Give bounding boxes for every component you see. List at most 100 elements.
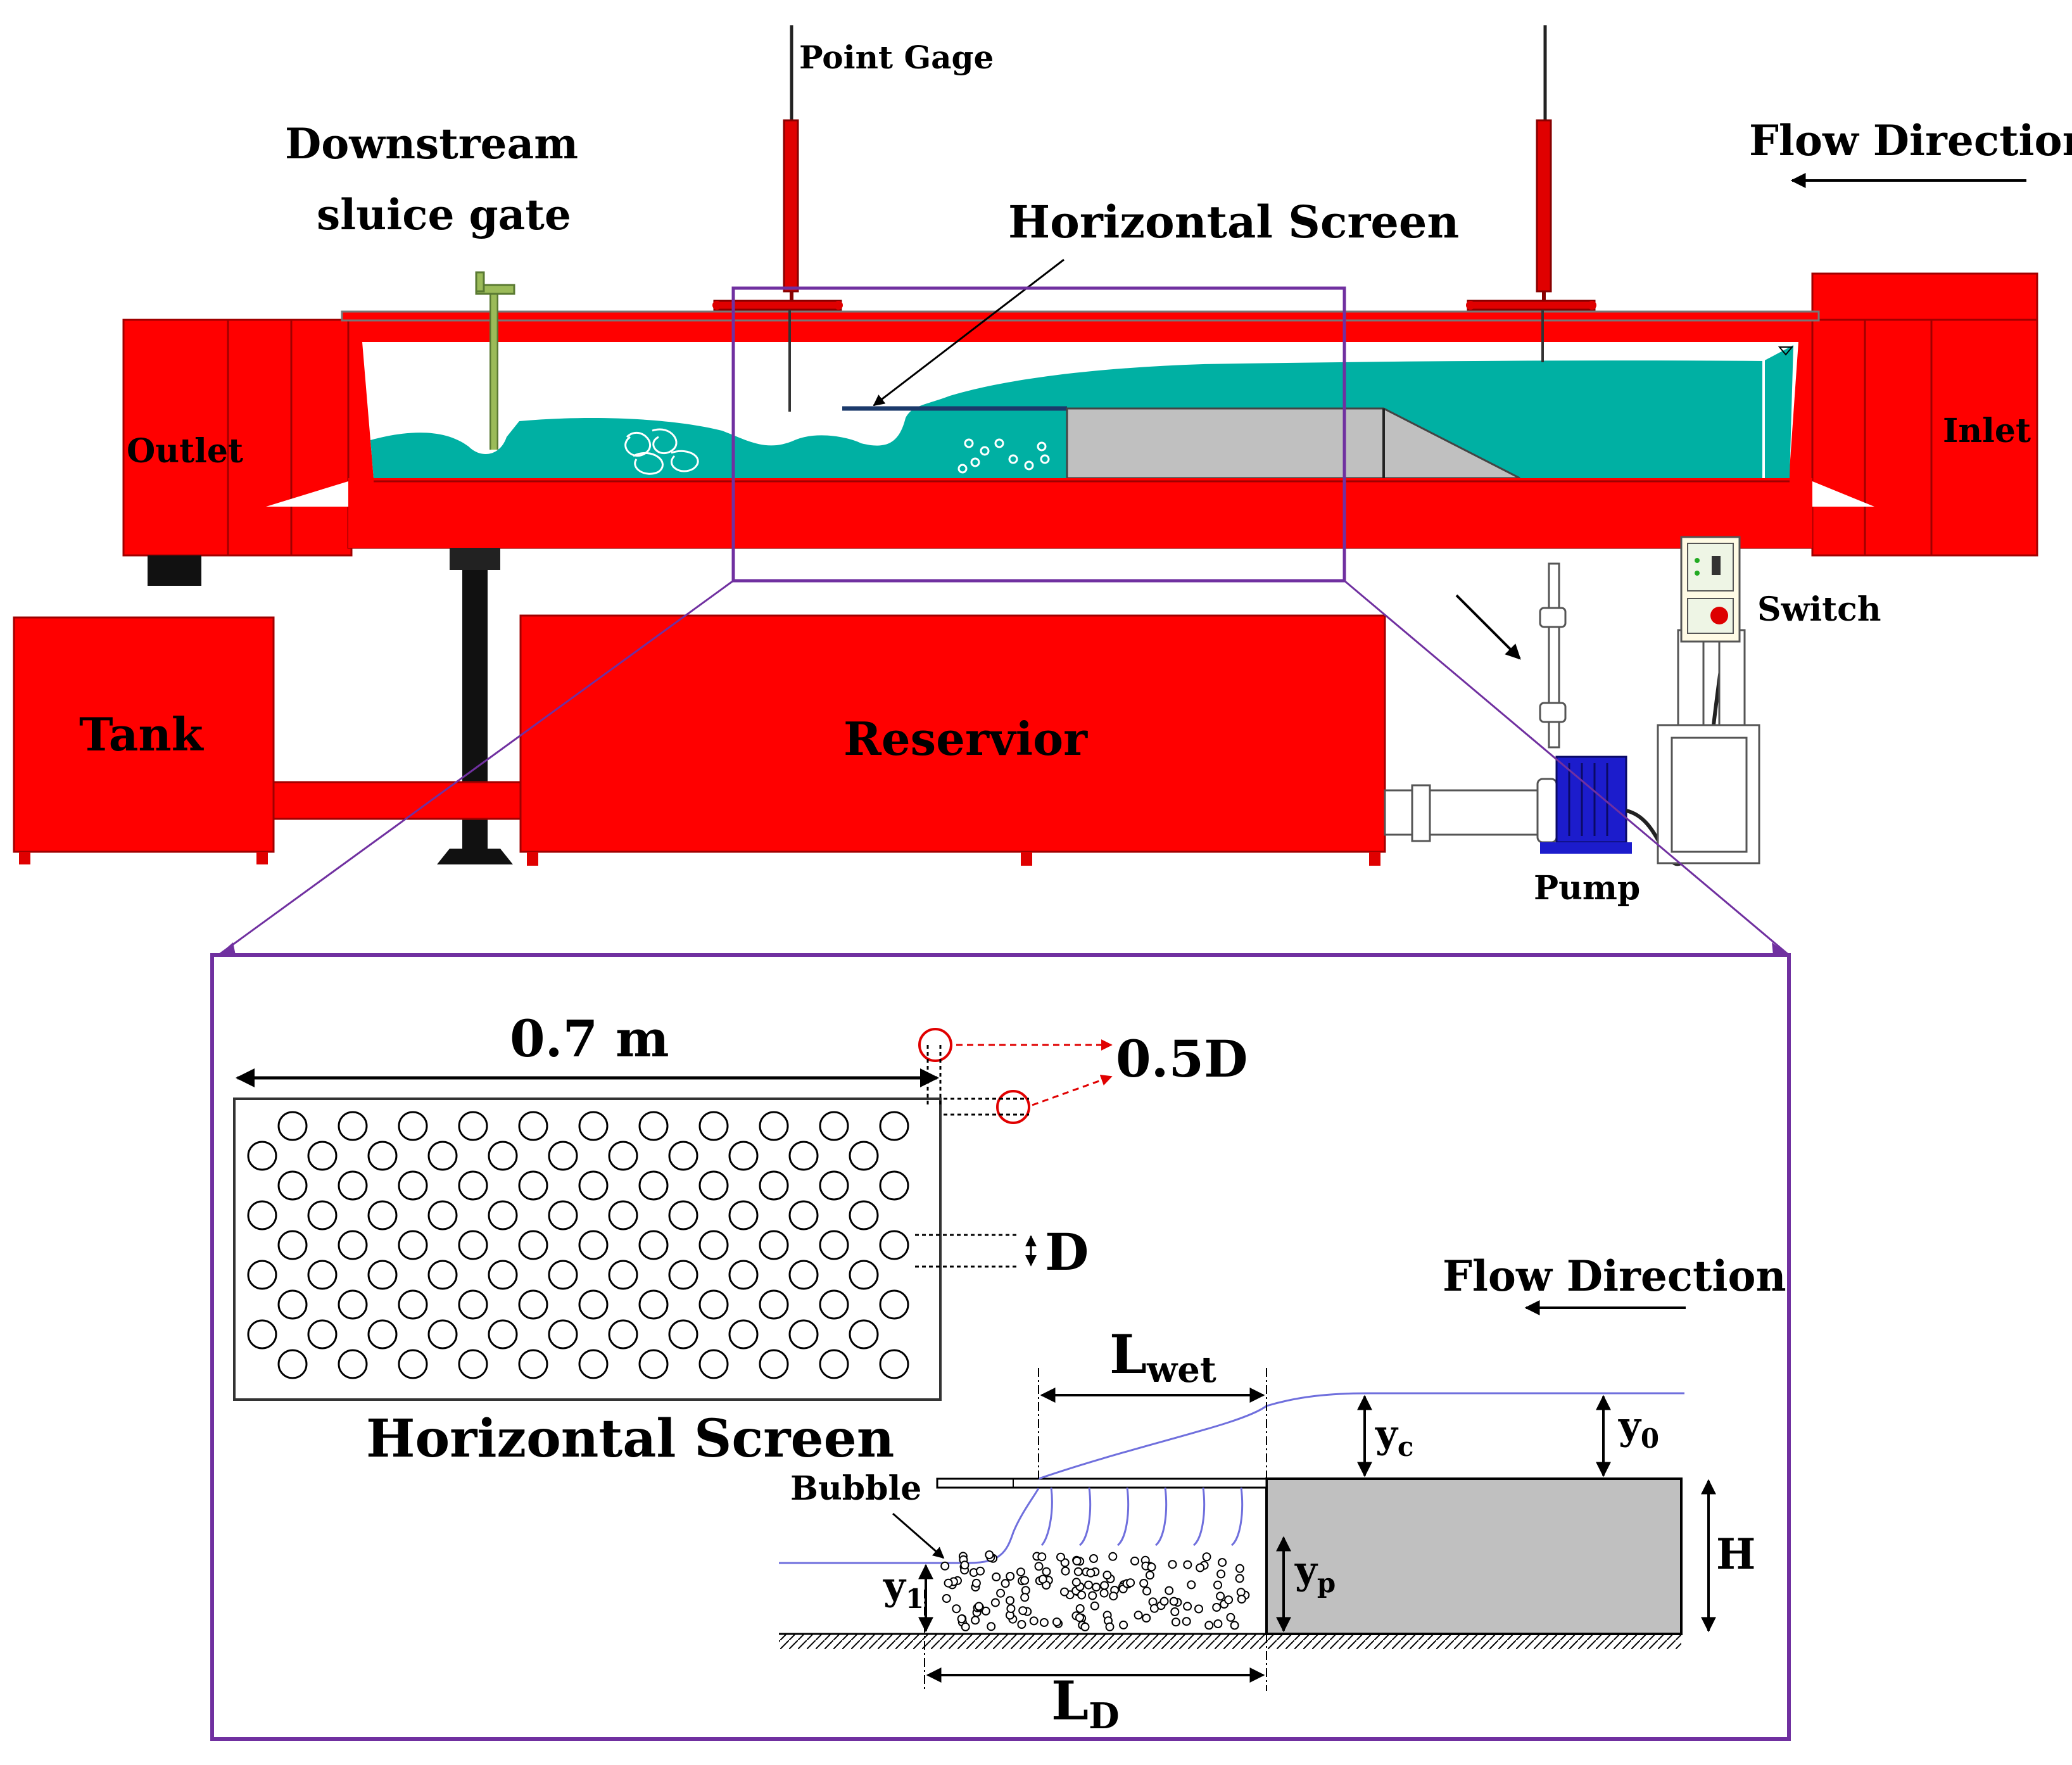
- bubble: [1060, 1587, 1069, 1597]
- bubble: [1020, 1576, 1030, 1585]
- screen-hole: [638, 1289, 669, 1320]
- screen-hole: [638, 1111, 669, 1141]
- bubble: [1218, 1558, 1227, 1567]
- zoom-region: [731, 286, 1346, 583]
- switch-box: [1657, 536, 1760, 864]
- screen-hole: [427, 1200, 458, 1230]
- bubble: [960, 1560, 970, 1570]
- bubble: [1159, 1597, 1169, 1606]
- screen-hole: [728, 1141, 759, 1171]
- bubble: [1006, 1596, 1014, 1605]
- bubble: [1183, 1560, 1192, 1569]
- screen-hole: [307, 1200, 338, 1230]
- screen-hole: [338, 1349, 368, 1379]
- point-gage-left: [712, 25, 843, 412]
- y1-label: y1: [883, 1564, 924, 1614]
- bubble: [1077, 1590, 1087, 1600]
- screen-hole: [548, 1200, 578, 1230]
- bubble: [1216, 1569, 1226, 1579]
- bubble: [952, 1604, 961, 1614]
- bubble: [942, 1594, 951, 1603]
- screen-hole: [338, 1230, 368, 1260]
- screen-hole: [307, 1319, 338, 1350]
- point-gage-label: Point Gage: [799, 39, 994, 76]
- screen-hole: [488, 1141, 518, 1171]
- bubble: [1142, 1614, 1151, 1623]
- bubble: [1130, 1556, 1139, 1566]
- screen-hole: [788, 1319, 819, 1350]
- screen-hole: [578, 1349, 609, 1379]
- bubble: [1235, 1564, 1244, 1573]
- screen-hole: [398, 1289, 428, 1320]
- screen-hole: [367, 1260, 398, 1290]
- outlet-label: Outlet: [127, 432, 243, 471]
- screen-hole: [247, 1319, 277, 1350]
- channel-bed: [779, 1634, 1681, 1649]
- support-column: [450, 548, 500, 570]
- screen-hole: [247, 1200, 277, 1230]
- bubble: [1016, 1567, 1025, 1577]
- screen-hole: [277, 1111, 308, 1141]
- half-d-label: 0.5D: [1116, 1029, 1248, 1089]
- screen-hole: [518, 1349, 548, 1379]
- screen-hole: [548, 1141, 578, 1171]
- screen-hole: [668, 1141, 698, 1171]
- screen-hole: [398, 1170, 428, 1201]
- outlet-foot: [148, 555, 201, 586]
- bubble: [974, 1602, 983, 1611]
- bubble: [1171, 1617, 1180, 1627]
- screen-hole: [668, 1200, 698, 1230]
- screen-hole: [277, 1230, 308, 1260]
- screen-hole: [698, 1349, 729, 1379]
- water-profile: [1038, 1392, 1684, 1480]
- screen-hole: [668, 1260, 698, 1290]
- screen-hole: [698, 1111, 729, 1141]
- screen-hole: [338, 1170, 368, 1201]
- bubble: [996, 1588, 1006, 1598]
- flume: [13, 25, 2038, 866]
- screen-hole: [788, 1200, 819, 1230]
- bubble: [1108, 1552, 1118, 1561]
- screen-hole: [879, 1230, 909, 1260]
- bubble: [1006, 1604, 1016, 1614]
- screen-hole: [548, 1260, 578, 1290]
- screen-hole: [518, 1111, 548, 1141]
- weir-block: [1265, 1477, 1683, 1635]
- bubble: [1075, 1613, 1084, 1623]
- bubble: [1056, 1552, 1065, 1562]
- bubble: [1126, 1578, 1135, 1588]
- d-label: D: [1045, 1222, 1089, 1282]
- outlet-box: [122, 319, 353, 557]
- screen-hole: [548, 1319, 578, 1350]
- screen-hole: [608, 1260, 638, 1290]
- bubble: [1029, 1616, 1039, 1626]
- screen-hole: [879, 1170, 909, 1201]
- bubble: [1034, 1562, 1044, 1571]
- screen-hole: [759, 1289, 789, 1320]
- inlet-label: Inlet: [1943, 412, 2031, 450]
- screen-hole: [879, 1349, 909, 1379]
- bubble: [987, 1622, 996, 1631]
- bubble: [1075, 1604, 1085, 1613]
- screen-holes: [247, 1111, 909, 1379]
- bubble: [985, 1550, 994, 1560]
- bubble: [1105, 1622, 1115, 1631]
- screen-hole: [819, 1349, 849, 1379]
- screen-hole: [788, 1260, 819, 1290]
- bubble: [1169, 1597, 1178, 1606]
- bubble: [944, 1578, 953, 1588]
- screen-hole: [819, 1230, 849, 1260]
- bubble: [1090, 1601, 1099, 1610]
- bubble: [976, 1566, 985, 1576]
- screen-section: [936, 1477, 1268, 1489]
- screen-hole: [367, 1141, 398, 1171]
- bubble: [1194, 1604, 1203, 1614]
- tank: [13, 616, 275, 853]
- screen-hole: [638, 1230, 669, 1260]
- screen-hole: [608, 1319, 638, 1350]
- bubble-field: [940, 1550, 1250, 1631]
- screen-hole: [608, 1141, 638, 1171]
- screen-hole: [518, 1230, 548, 1260]
- screen-hole: [488, 1319, 518, 1350]
- h-label: H: [1716, 1529, 1755, 1579]
